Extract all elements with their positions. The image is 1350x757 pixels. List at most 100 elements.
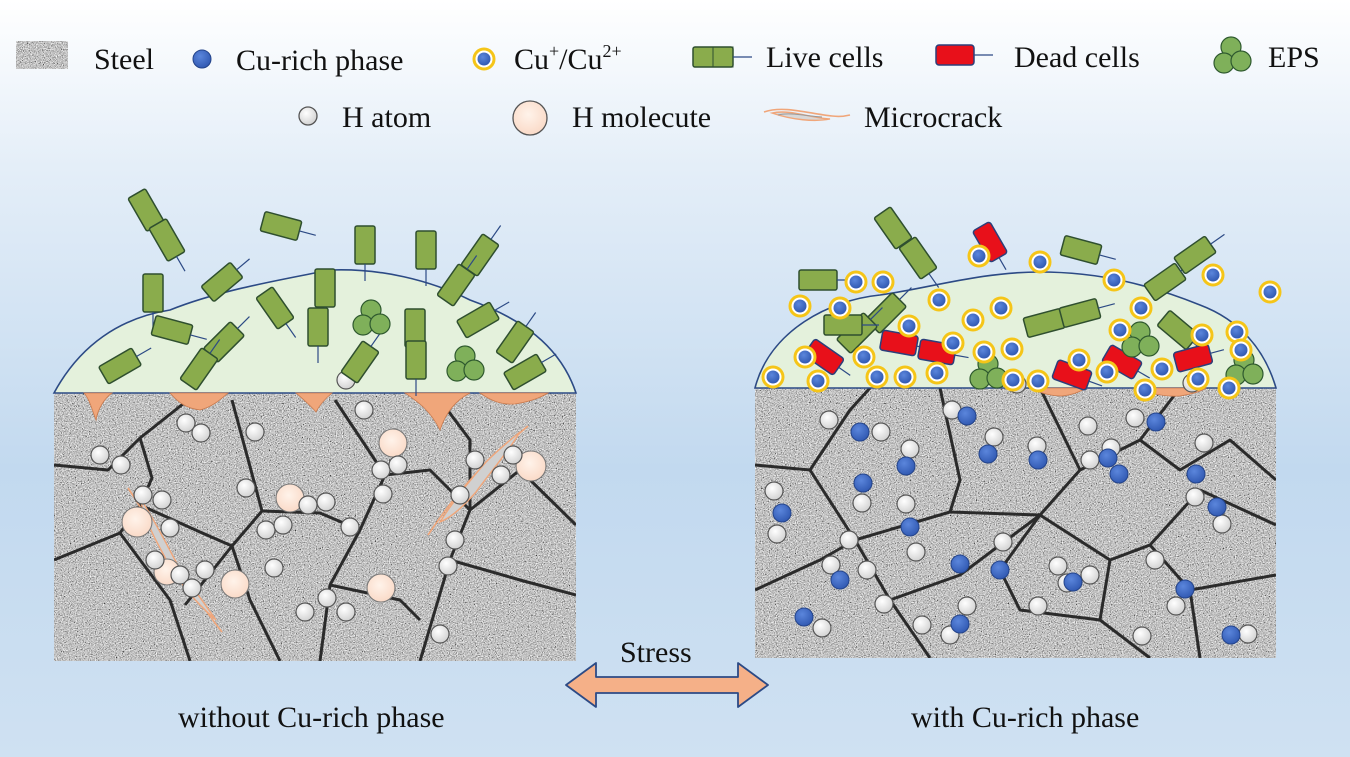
cu-ion — [1095, 360, 1119, 384]
cu-rich-phase-particle — [950, 554, 970, 574]
h-atom — [317, 588, 337, 608]
cu-rich-phase-particle — [1221, 625, 1241, 645]
h-atom — [503, 445, 523, 465]
h-atom — [1238, 624, 1258, 644]
live-cell — [201, 258, 250, 302]
h-molecule-legend-icon — [512, 100, 548, 136]
cu-rich-phase-particle — [850, 422, 870, 442]
cu-rich-phase-particle — [957, 406, 977, 426]
cu-ion — [1190, 323, 1214, 347]
live-cell — [340, 332, 382, 384]
live-cell — [98, 347, 152, 385]
h-atom — [354, 400, 374, 420]
h-atom — [1194, 433, 1214, 453]
cu-ion — [941, 331, 965, 355]
h-atom — [264, 558, 284, 578]
live-cell — [179, 339, 221, 391]
h-atom — [819, 410, 839, 430]
h-atom — [1028, 596, 1048, 616]
h-atom — [256, 520, 276, 540]
cu-ion — [1108, 318, 1132, 342]
h-atom — [1132, 626, 1152, 646]
cu-ion — [844, 270, 868, 294]
live-cell — [415, 230, 437, 286]
stress-arrow — [565, 662, 769, 708]
h-atom — [298, 495, 318, 515]
right-steel-block — [755, 388, 1276, 658]
h-atom — [316, 492, 336, 512]
h-atom — [170, 565, 190, 585]
cu-ion — [1225, 320, 1249, 344]
cu-ion — [806, 369, 830, 393]
h-molecule — [121, 506, 153, 538]
legend-eps-label: EPS — [1268, 41, 1320, 74]
eps-cluster — [969, 353, 1008, 390]
cu-ion — [925, 361, 949, 385]
cu-ion — [828, 296, 852, 320]
cu-ion — [1102, 268, 1126, 292]
cu-ion — [972, 340, 996, 364]
live-cell — [142, 273, 164, 329]
h-atom — [465, 450, 485, 470]
live-cell — [1173, 233, 1225, 275]
cu-rich-phase-particle — [853, 473, 873, 493]
h-atom — [957, 596, 977, 616]
h-atom — [430, 624, 450, 644]
cu-ion — [761, 365, 785, 389]
eps-cluster — [1121, 321, 1160, 358]
left-panel-caption: without Cu-rich phase — [178, 701, 445, 734]
h-atom — [906, 542, 926, 562]
legend-steel-label: Steel — [94, 43, 154, 76]
right-cu-ions — [761, 244, 1282, 402]
legend-h-molecule-label: H molecute — [572, 101, 712, 134]
live-cell — [354, 225, 376, 281]
left-h-molecules — [121, 428, 547, 603]
cu-rich-phase-particle — [1146, 412, 1166, 432]
h-atom — [90, 445, 110, 465]
h-atom — [1145, 550, 1165, 570]
live-cell — [259, 211, 316, 241]
cu-rich-phase-particle — [950, 614, 970, 634]
h-atom — [295, 602, 315, 622]
cu-ion — [1186, 367, 1210, 391]
cu-rich-phase-particle — [990, 560, 1010, 580]
legend-cu-ion-label: Cu+/Cu2+ — [514, 41, 622, 76]
cu-ion — [1217, 376, 1241, 400]
dead-cell-legend-icon — [935, 44, 993, 66]
h-atom — [1048, 556, 1068, 576]
h-atom — [145, 550, 165, 570]
h-atom — [373, 484, 393, 504]
cu-ion — [865, 365, 889, 389]
h-atom — [874, 594, 894, 614]
h-atom — [245, 422, 265, 442]
h-atom — [993, 532, 1013, 552]
cu-rich-phase-particle — [900, 517, 920, 537]
cu-ion — [893, 365, 917, 389]
cu-rich-phase-particle — [1063, 572, 1083, 592]
live-cell — [1059, 235, 1116, 265]
cu-ion — [793, 345, 817, 369]
h-molecule — [378, 428, 408, 458]
cu-rich-phase-particle — [830, 570, 850, 590]
cu-ion — [871, 270, 895, 294]
h-atom — [1212, 514, 1232, 534]
h-atom — [839, 530, 859, 550]
h-atom — [857, 560, 877, 580]
cu-rich-phase-particle — [1186, 464, 1206, 484]
h-atom — [340, 517, 360, 537]
left-cells — [98, 188, 557, 396]
left-panel — [52, 188, 578, 661]
cu-ion — [1026, 369, 1050, 393]
h-atom — [812, 618, 832, 638]
cu-ion-legend-icon — [472, 47, 496, 71]
microcrack-legend-icon — [763, 108, 851, 122]
h-atom — [491, 465, 511, 485]
live-cell — [798, 269, 854, 291]
right-cells — [798, 206, 1225, 391]
dead-cell — [1172, 343, 1225, 373]
h-atom — [111, 455, 131, 475]
h-atom — [133, 485, 153, 505]
h-atom — [388, 455, 408, 475]
left-corrosion-pits — [83, 392, 550, 432]
